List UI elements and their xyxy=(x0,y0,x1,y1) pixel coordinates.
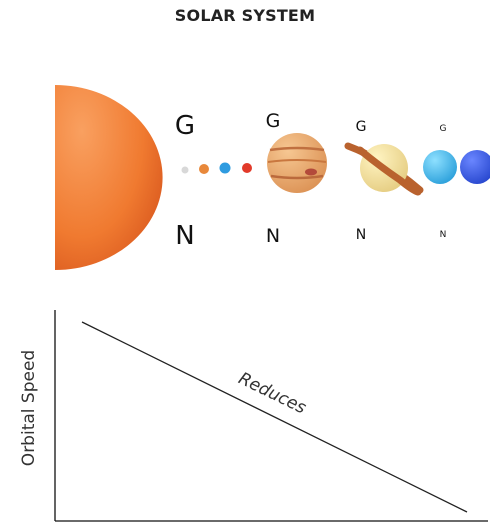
g-label-3: G xyxy=(356,119,367,135)
sun-shape xyxy=(55,85,163,270)
trend-line xyxy=(81,321,468,513)
diagram-title: SOLAR SYSTEM xyxy=(174,6,316,25)
n-label-4: N xyxy=(440,230,447,240)
trend-label: Reduces xyxy=(235,369,309,419)
g-label-2: G xyxy=(266,110,281,132)
neptune-planet xyxy=(460,150,490,184)
g-label-1: G xyxy=(175,111,195,141)
earth-planet xyxy=(219,162,231,174)
n-label-2: N xyxy=(266,225,280,247)
saturn-planet xyxy=(344,142,424,196)
jupiter-planet xyxy=(267,133,327,193)
mars-planet xyxy=(242,163,252,173)
n-label-3: N xyxy=(356,227,366,243)
y-axis-label: Orbital Speed xyxy=(19,350,39,466)
venus-planet xyxy=(199,164,209,174)
g-label-4: G xyxy=(440,124,447,134)
n-label-1: N xyxy=(175,221,194,251)
uranus-planet xyxy=(423,150,457,184)
mercury-planet xyxy=(181,166,189,174)
